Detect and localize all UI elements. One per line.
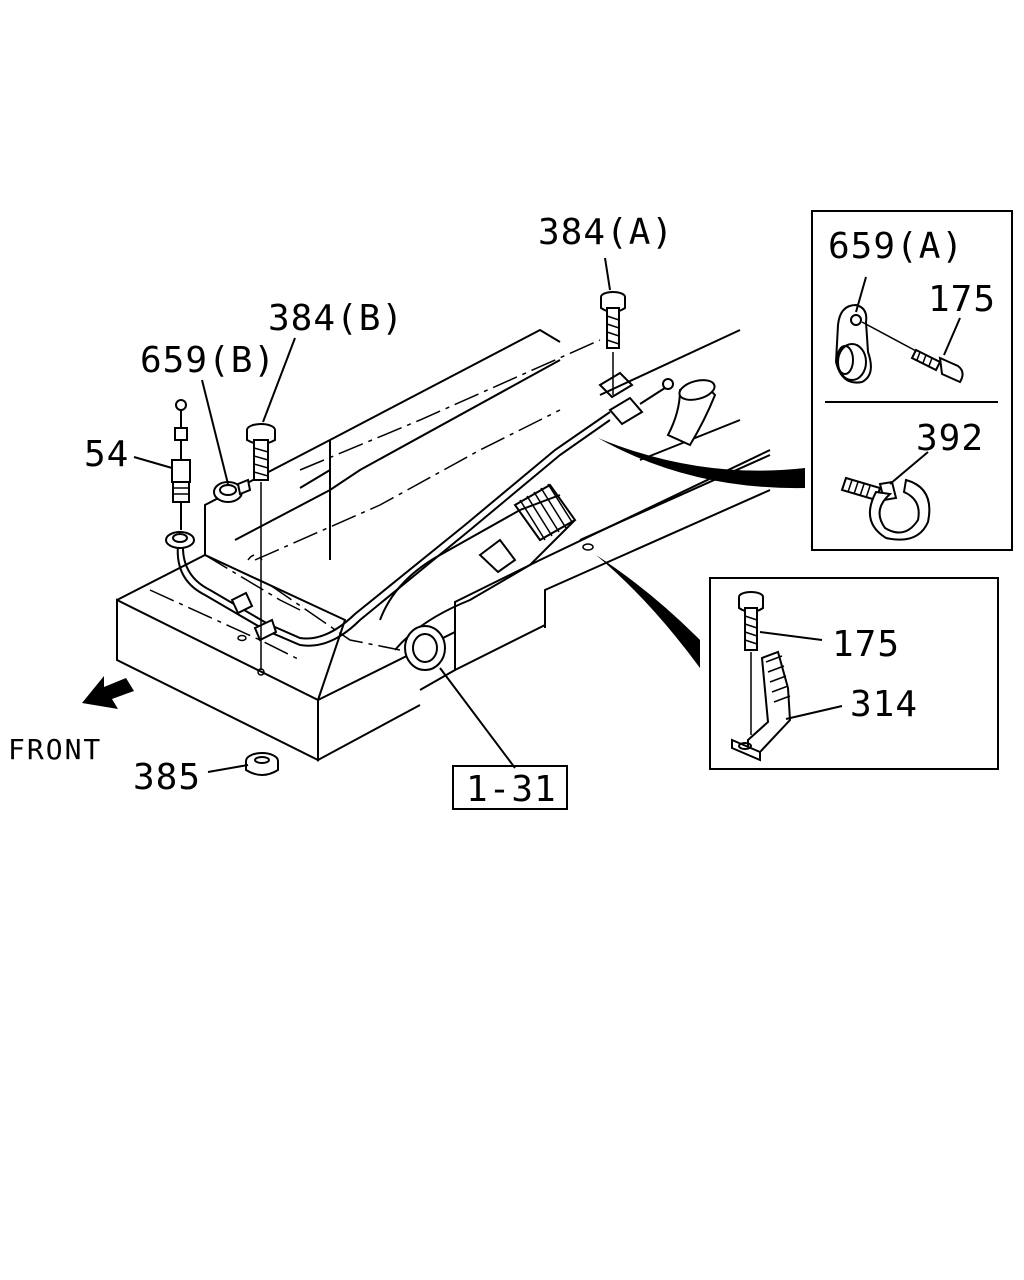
filler-pipe-lower [394,519,576,651]
bolt-384b [246,423,276,676]
leader-175-upper [943,317,961,356]
pipe-joint [478,538,517,574]
leader-392 [889,451,929,485]
label-392: 392 [916,418,984,459]
right-rail-inner [579,454,771,541]
left-rail-lower [234,359,561,541]
band-392 [840,476,931,541]
cross-member-top [116,553,347,701]
label-384b: 384(B) [268,298,404,339]
leader-384b [262,337,296,423]
label-384a: 384(A) [538,212,674,253]
cable-54-end [165,399,195,549]
ref-box-1-31 [452,765,568,810]
cross-member-end [317,630,456,701]
cable-assembly [165,371,674,647]
hidden-line-4 [299,339,601,471]
right-rail-top [454,449,771,632]
clip-659a [834,303,872,384]
cable-line-outer [181,411,611,640]
filler-pipe-upper [379,494,561,621]
leader-659b [201,379,229,485]
cable-line [176,419,611,647]
bracket-314 [731,650,792,762]
label-659b: 659(B) [140,340,276,381]
leader-1-31 [439,667,516,769]
labels: 384(A) 384(B) 659(B) 54 659(A) 175 392 1… [8,212,996,810]
label-385: 385 [133,757,201,798]
mount-hole-right [582,543,594,551]
hidden-line-5 [269,584,401,651]
rear-rail-line [599,329,741,396]
hidden-line-3 [254,409,561,561]
detail-pointer-lower [596,555,700,668]
detail-pointer-upper [598,438,805,489]
leader-175-lower [759,631,823,641]
mount-hole-left [237,634,247,642]
frame-assembly [116,328,771,762]
label-1-31: 1-31 [466,769,557,810]
bolt-384a [600,291,626,395]
nut-385 [245,752,279,776]
detail-box-upper [811,210,1013,551]
detail-box-lower [709,577,999,770]
label-175-lower: 175 [832,624,900,665]
cable-bracket-left [230,591,254,615]
cross-member-side [317,700,421,762]
leader-lines [133,257,805,773]
leader-385 [207,764,249,773]
bolt-175-upper [910,348,964,384]
right-rail-lower [454,489,771,671]
label-175-upper: 175 [928,279,996,320]
leader-384a [604,257,611,291]
cross-member-front-face [116,598,319,762]
clip-659b [213,478,252,503]
leader-659a [855,276,867,313]
leader-314 [785,705,843,720]
label-314: 314 [850,684,918,725]
arrow-front-icon [82,676,134,709]
hidden-line-2 [149,589,301,661]
label-front: FRONT [8,733,102,766]
label-54: 54 [84,434,129,475]
cable-end-fitting [608,396,644,426]
cable-clamp-mid [253,618,278,642]
bolt-175-lower [738,591,764,735]
hidden-line-1 [204,554,301,611]
filler-cap [404,625,446,671]
leader-54 [133,456,173,469]
filler-neck [379,379,717,671]
label-659a: 659(A) [828,226,964,267]
filler-bellows [513,483,577,542]
